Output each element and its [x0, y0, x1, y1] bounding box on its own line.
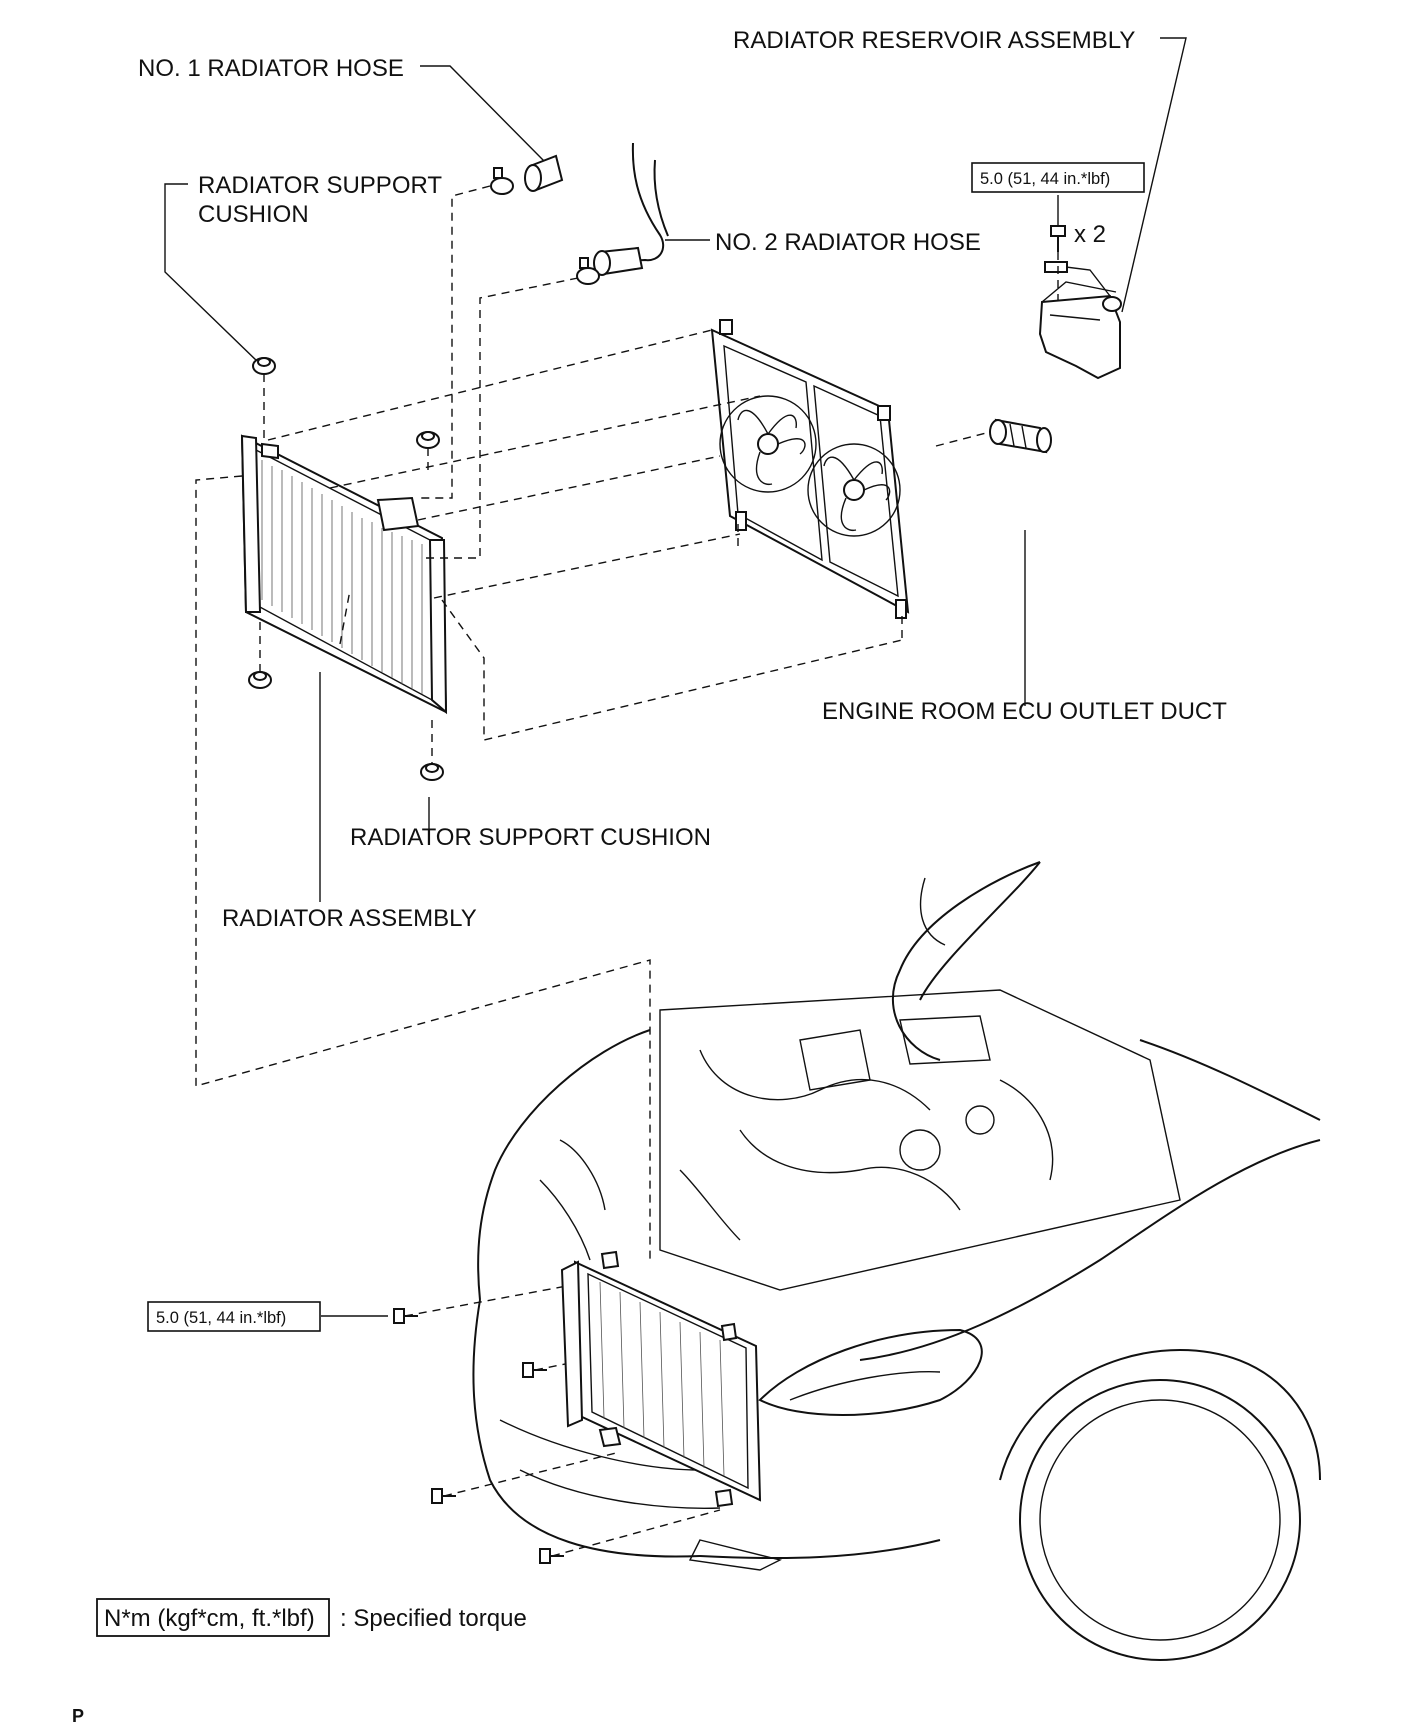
torque-box-condenser: [147, 1301, 321, 1332]
cushion-icon: [252, 357, 276, 375]
bolt-icon: [393, 1308, 418, 1324]
alignment-dashes: [195, 185, 991, 1557]
cushion-icon: [420, 763, 444, 781]
bolt-icon: [1050, 225, 1066, 252]
radiator-assembly: [240, 434, 448, 715]
no2-radiator-hose: [593, 142, 669, 276]
torque-value-reservoir: 5.0 (51, 44 in.*lbf): [980, 170, 1110, 188]
radiator-reservoir-assembly: [1038, 261, 1122, 380]
label-no2-radiator-hose: NO. 2 RADIATOR HOSE: [715, 229, 981, 256]
bolt-icon: [431, 1488, 456, 1504]
no1-radiator-hose: [524, 154, 564, 192]
bolt-icon: [539, 1548, 564, 1564]
label-no1-radiator-hose: NO. 1 RADIATOR HOSE: [138, 55, 404, 82]
vehicle-front-illustration: [472, 861, 1321, 1661]
legend-torque-box: [96, 1598, 330, 1637]
fan-shroud-assembly: [710, 319, 910, 619]
torque-qty-reservoir: x 2: [1074, 221, 1106, 248]
torque-value-condenser: 5.0 (51, 44 in.*lbf): [156, 1309, 286, 1327]
label-radiator-support-cushion-upper-2: CUSHION: [198, 201, 309, 228]
label-radiator-support-cushion-lower: RADIATOR SUPPORT CUSHION: [350, 824, 711, 851]
clamp-icon: [490, 167, 514, 195]
leader-lines: [164, 37, 1187, 1317]
footer-code: P: [72, 1706, 84, 1726]
legend-description: : Specified torque: [340, 1605, 527, 1632]
cushion-icon: [248, 671, 272, 689]
condenser-assembly: [560, 1250, 762, 1508]
engine-room-ecu-outlet-duct: [989, 418, 1052, 454]
bolt-icon: [522, 1362, 547, 1378]
label-radiator-reservoir-assembly: RADIATOR RESERVOIR ASSEMBLY: [733, 27, 1135, 54]
legend-torque-units: N*m (kgf*cm, ft.*lbf): [104, 1605, 315, 1632]
cushion-icon: [416, 431, 440, 449]
clamp-icon: [576, 257, 600, 285]
label-radiator-assembly: RADIATOR ASSEMBLY: [222, 905, 477, 932]
torque-box-reservoir: [971, 162, 1145, 193]
label-radiator-support-cushion-upper-1: RADIATOR SUPPORT: [198, 172, 442, 199]
